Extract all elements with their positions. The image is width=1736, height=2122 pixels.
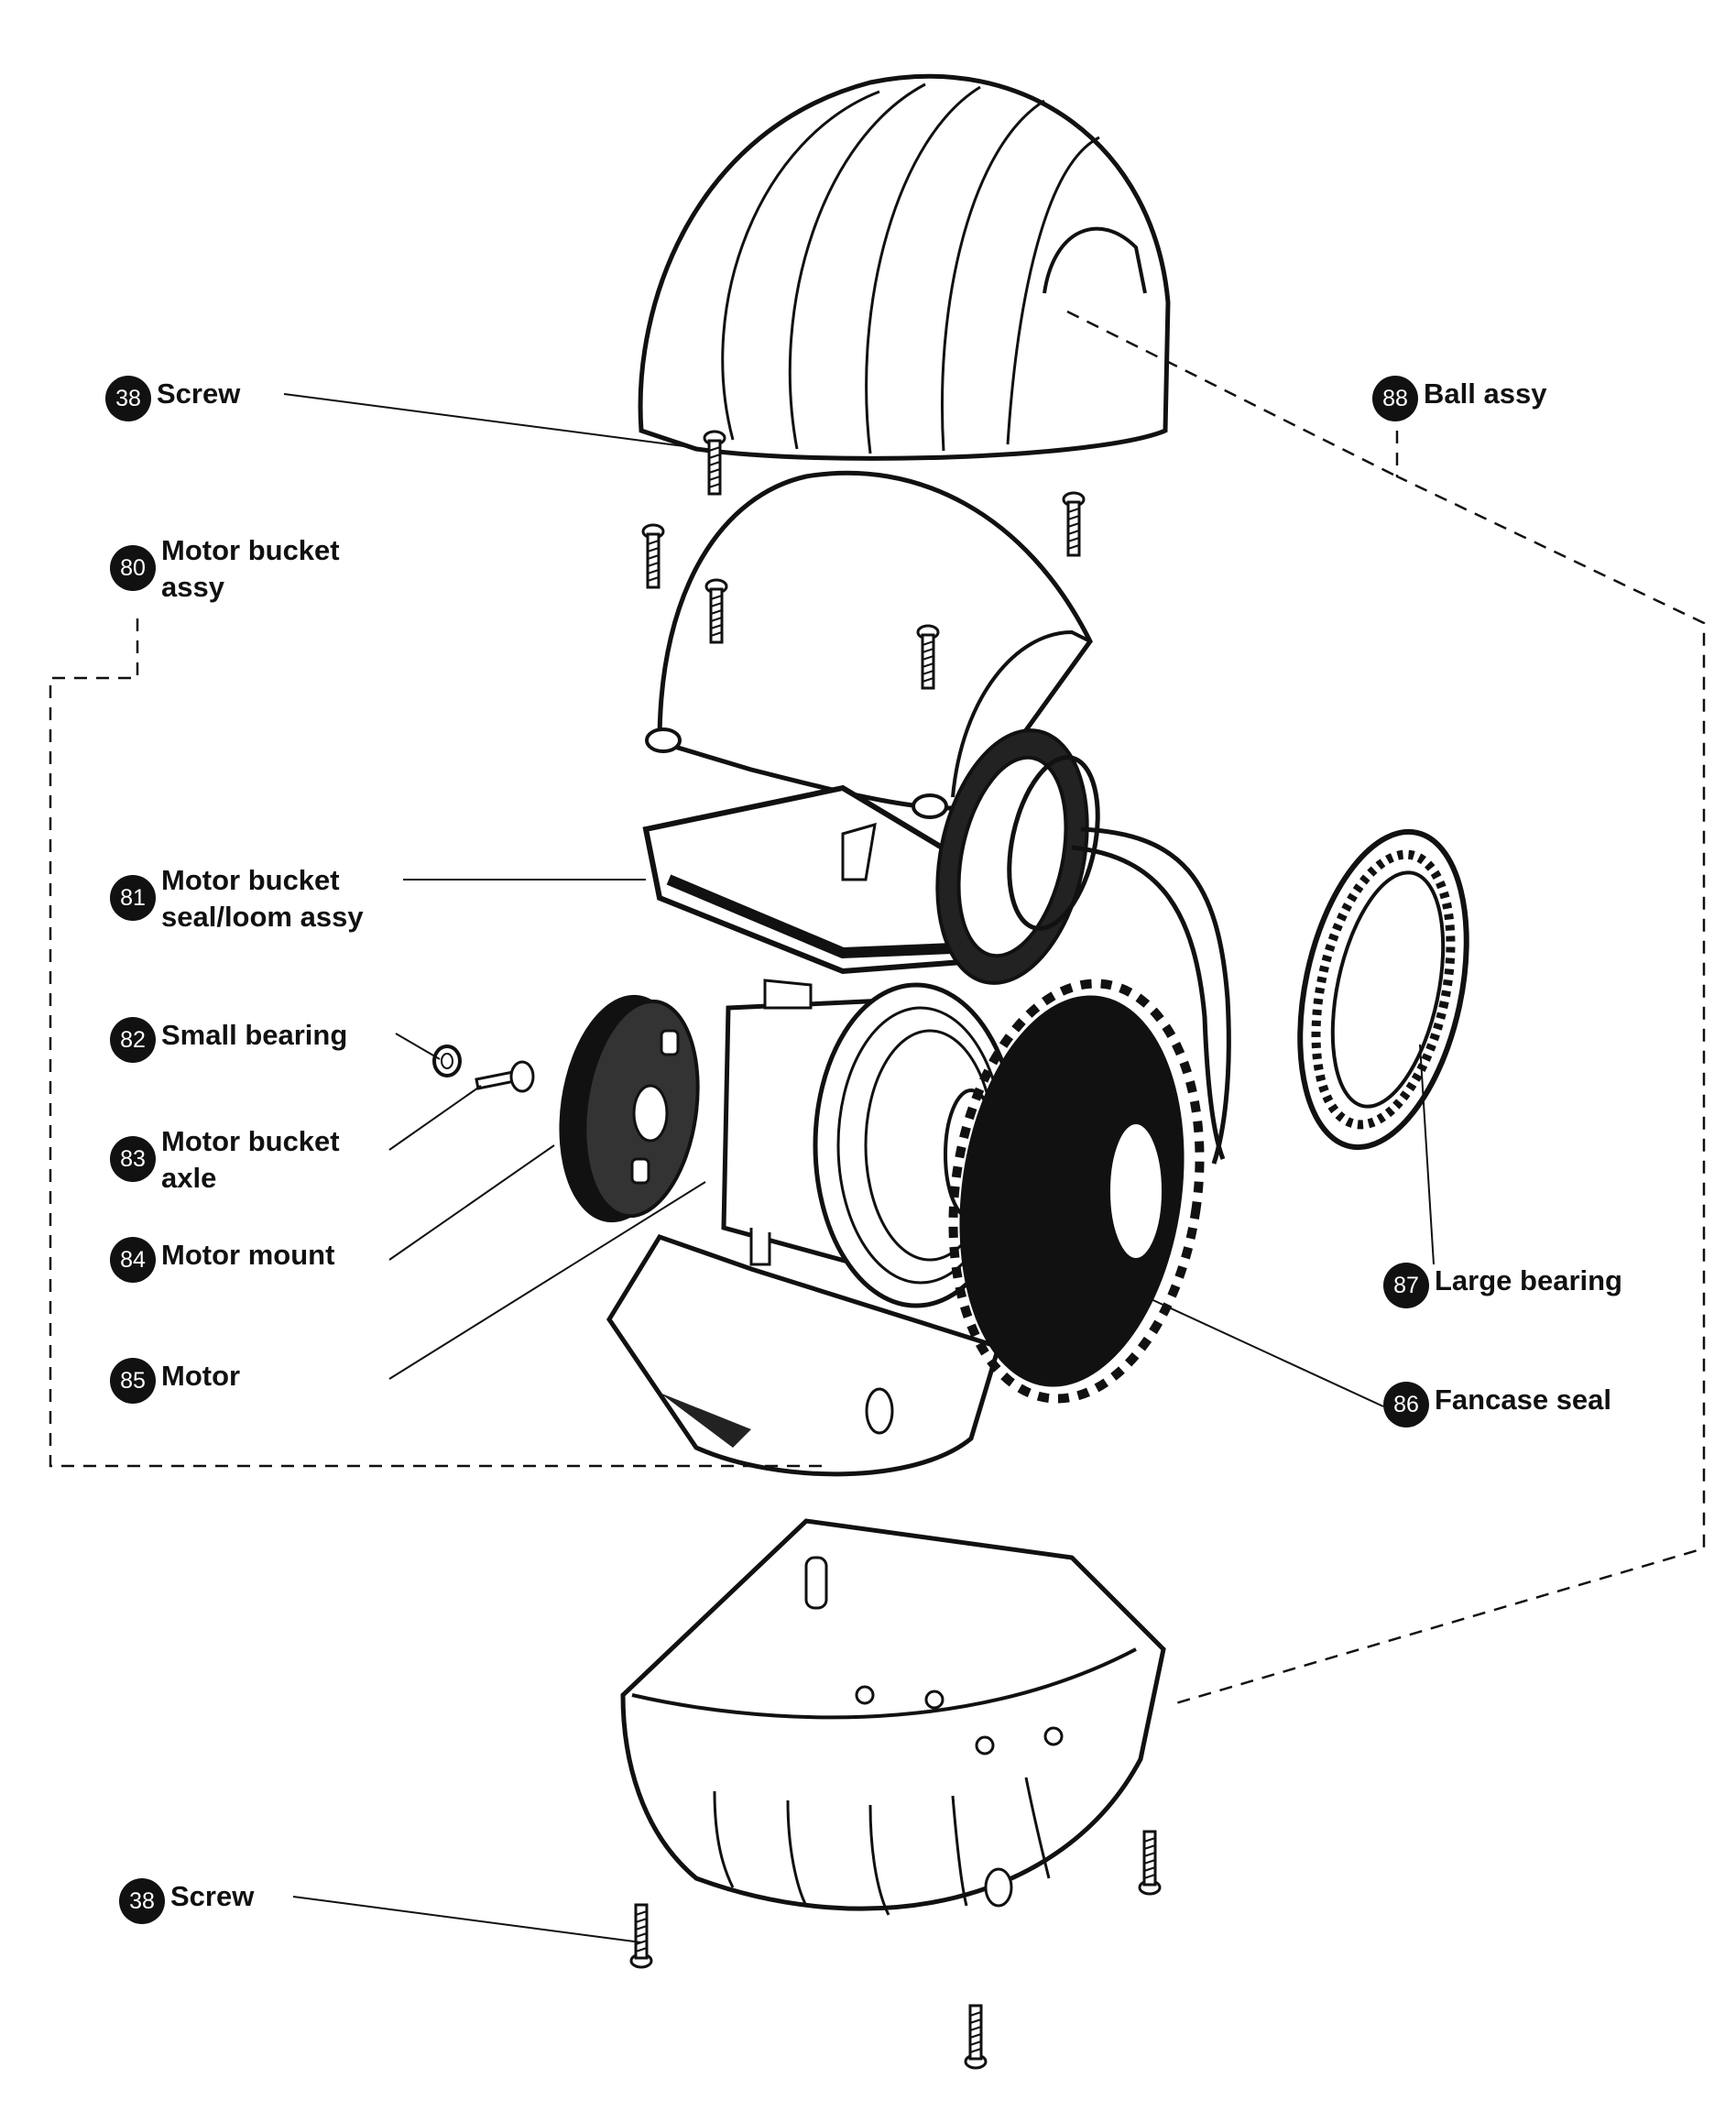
screw-icon (629, 1903, 653, 1969)
part-label: Small bearing (161, 1019, 348, 1051)
screw-icon (964, 2004, 988, 2070)
callout-fancase-seal: 86 Fancase seal (1383, 1382, 1611, 1427)
part-number-badge: 81 (110, 875, 156, 921)
fancase-seal-gear (948, 979, 1205, 1404)
part-label: Motor bucket axle (161, 1123, 340, 1197)
screw-icon (703, 430, 726, 496)
motor-mount-disc (559, 994, 700, 1223)
part-label: Ball assy (1424, 377, 1547, 410)
part-label: Motor (161, 1360, 241, 1392)
part-number-badge: 88 (1372, 376, 1418, 421)
small-bearing-part (432, 1045, 462, 1077)
screw-icon (641, 523, 665, 589)
part-number-badge: 86 (1383, 1382, 1429, 1427)
motor-bucket-axle-part (475, 1060, 535, 1093)
part-label-line: seal/loom assy (161, 901, 364, 933)
part-label-line: assy (161, 571, 224, 603)
part-label: Fancase seal (1435, 1384, 1612, 1416)
ball-bottom-shell (620, 1518, 1166, 1916)
part-number-badge: 83 (110, 1136, 156, 1182)
ball-top-shell (638, 73, 1171, 461)
part-label: Motor mount (161, 1239, 335, 1271)
part-label: Motor bucket assy (161, 532, 340, 606)
part-number-badge: 38 (119, 1878, 165, 1924)
callout-ball-assy: 88 Ball assy (1372, 376, 1546, 421)
callout-seal-loom: 81 Motor bucket seal/loom assy (110, 864, 364, 935)
large-bearing-ring (1297, 828, 1469, 1151)
motor-bucket-lower (606, 1233, 1002, 1477)
callout-axle: 83 Motor bucket axle (110, 1125, 340, 1197)
part-number-badge: 38 (105, 376, 151, 421)
part-label: Screw (157, 377, 241, 410)
motor-bucket-top-cover (645, 470, 1093, 819)
callout-small-bearing: 82 Small bearing (110, 1017, 347, 1063)
seal-loom-tray (642, 784, 984, 975)
callout-large-bearing: 87 Large bearing (1383, 1263, 1622, 1308)
part-label-line: axle (161, 1162, 217, 1194)
part-label: Screw (170, 1880, 255, 1912)
part-number-badge: 80 (110, 545, 156, 591)
screw-icon (1062, 491, 1086, 557)
part-number-badge: 84 (110, 1237, 156, 1283)
callout-screw-top: 38 Screw (105, 376, 240, 421)
callout-motor: 85 Motor (110, 1358, 240, 1404)
callout-motor-mount: 84 Motor mount (110, 1237, 334, 1283)
part-label-line: Motor bucket (161, 1125, 340, 1157)
part-label-line: Motor bucket (161, 864, 340, 896)
part-number-badge: 85 (110, 1358, 156, 1404)
part-label: Motor bucket seal/loom assy (161, 862, 364, 935)
part-label: Large bearing (1435, 1264, 1622, 1296)
part-number-badge: 87 (1383, 1263, 1429, 1308)
callout-motor-bucket-assy: 80 Motor bucket assy (110, 534, 340, 606)
motor-wires (1071, 826, 1231, 1165)
fan-ring (935, 728, 1100, 985)
part-number-badge: 82 (110, 1017, 156, 1063)
screw-icon (1138, 1830, 1162, 1896)
group-boundaries (49, 310, 1706, 1706)
leader-lines (283, 393, 1435, 1943)
part-label-line: Motor bucket (161, 534, 340, 566)
callout-screw-bottom: 38 Screw (119, 1878, 254, 1924)
